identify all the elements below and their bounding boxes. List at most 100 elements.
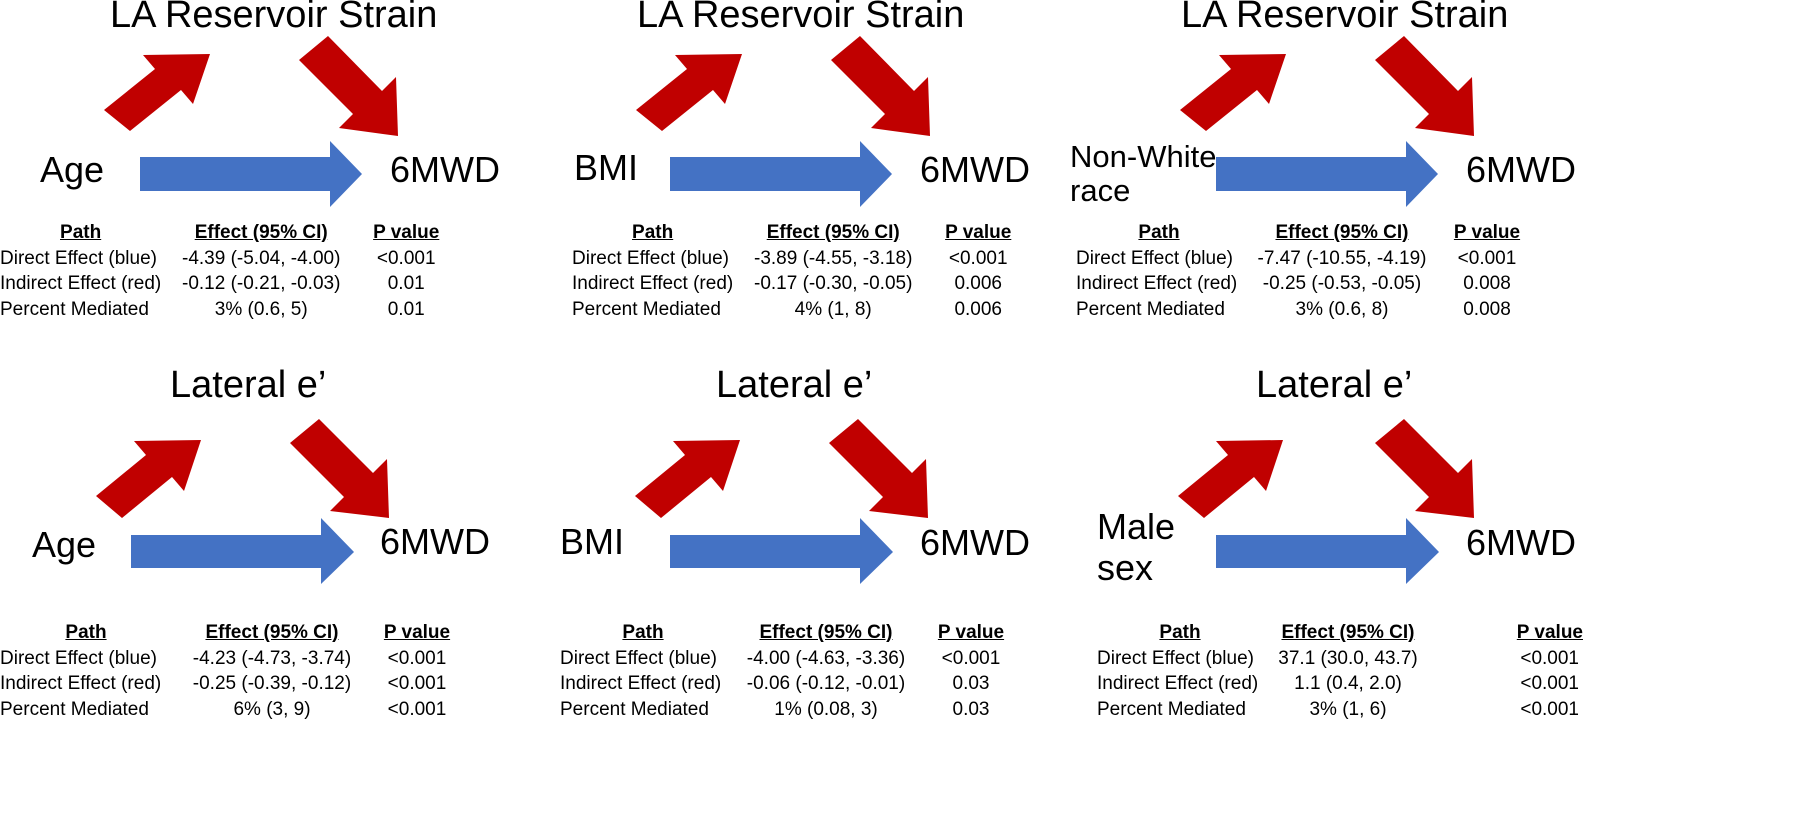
- table-row: Indirect Effect (red) -0.25 (-0.53, -0.0…: [1076, 271, 1532, 297]
- mediator-label: Lateral e’: [170, 364, 327, 406]
- path-header: Path: [1138, 222, 1180, 243]
- table-header-row: Path Effect (95% CI) P value: [0, 220, 451, 246]
- mediation-results-table: Path Effect (95% CI) P value Direct Effe…: [572, 220, 1023, 322]
- direct-arrow: [670, 518, 893, 584]
- path-cell: Direct Effect (blue): [1097, 647, 1254, 669]
- table-row: Percent Mediated 3% (0.6, 8) 0.008: [1076, 297, 1532, 323]
- path-arrows: [96, 419, 389, 584]
- p-value-cell: <0.001: [1520, 647, 1579, 669]
- effect-cell: -0.06 (-0.12, -0.01): [746, 673, 906, 694]
- table-header-row: Path Effect (95% CI) P value: [560, 620, 1016, 646]
- path-cell: Percent Mediated: [0, 298, 149, 320]
- p-value-cell: <0.001: [387, 647, 447, 669]
- mediation-panel-bmi-lateral-e: Lateral e’ BMI 6MWD Path Effect (95% CI)…: [560, 364, 1207, 813]
- mediator-label: LA Reservoir Strain: [110, 0, 438, 36]
- direct-arrow: [131, 518, 354, 584]
- p-value-cell: <0.001: [387, 673, 447, 694]
- effect-cell: -0.25 (-0.39, -0.12): [192, 673, 352, 694]
- direct-arrow: [670, 141, 892, 207]
- effect-cell: 3% (1, 6): [1309, 698, 1387, 720]
- path-header: Path: [65, 622, 107, 643]
- effect-cell: -7.47 (-10.55, -4.19): [1257, 247, 1427, 269]
- path-cell: Indirect Effect (red): [0, 673, 162, 694]
- outcome-label: 6MWD: [390, 149, 500, 190]
- path-header: Path: [632, 222, 674, 243]
- effect-cell: -4.00 (-4.63, -3.36): [746, 647, 906, 669]
- table-row: Percent Mediated 4% (1, 8) 0.006: [572, 297, 1023, 323]
- exposure-label: Age: [32, 524, 97, 565]
- direct-arrow: [1216, 141, 1438, 207]
- effect-cell: 3% (0.6, 5): [214, 298, 308, 320]
- table-row: Indirect Effect (red) -0.06 (-0.12, -0.0…: [560, 671, 1016, 697]
- p-value-cell: <0.001: [387, 698, 447, 720]
- p-value-cell: 0.008: [1463, 273, 1511, 294]
- path-cell: Direct Effect (blue): [572, 247, 729, 269]
- path-arrows: [635, 419, 928, 584]
- p-value-cell: 0.008: [1463, 298, 1511, 320]
- table-row: Direct Effect (blue) -4.00 (-4.63, -3.36…: [560, 646, 1016, 672]
- table-row: Indirect Effect (red) -0.17 (-0.30, -0.0…: [572, 271, 1023, 297]
- indirect-arrow-up: [1180, 54, 1286, 131]
- effect-header: Effect (95% CI): [759, 622, 893, 643]
- exposure-label-line-1: Male: [1097, 506, 1176, 547]
- table-row: Percent Mediated 3% (1, 6) <0.001: [1097, 697, 1583, 723]
- indirect-arrow-down: [829, 419, 928, 518]
- mediator-label: LA Reservoir Strain: [637, 0, 965, 36]
- effect-cell: 3% (0.6, 8): [1295, 298, 1389, 320]
- path-cell: Indirect Effect (red): [1076, 273, 1238, 294]
- path-cell: Indirect Effect (red): [0, 273, 162, 294]
- path-header: Path: [1159, 622, 1201, 643]
- p-value-header: P value: [383, 622, 451, 643]
- p-value-header: P value: [945, 222, 1012, 243]
- effect-header: Effect (95% CI): [1281, 622, 1415, 643]
- table-header-row: Path Effect (95% CI) P value: [1097, 620, 1583, 646]
- indirect-arrow-up: [96, 440, 201, 518]
- mediation-results-table: Path Effect (95% CI) P value Direct Effe…: [560, 620, 1016, 722]
- path-cell: Percent Mediated: [0, 698, 149, 720]
- p-value-cell: <0.001: [1457, 247, 1517, 269]
- p-value-cell: 0.03: [952, 673, 990, 694]
- path-cell: Indirect Effect (red): [560, 673, 722, 694]
- outcome-label: 6MWD: [920, 522, 1030, 563]
- outcome-label: 6MWD: [1466, 522, 1576, 563]
- effect-cell: 4% (1, 8): [794, 298, 872, 320]
- indirect-arrow-down: [831, 36, 930, 136]
- indirect-arrow-down: [290, 419, 389, 518]
- p-value-header: P value: [1516, 622, 1583, 643]
- outcome-label: 6MWD: [380, 521, 490, 562]
- direct-arrow: [1216, 518, 1439, 584]
- indirect-arrow-down: [1375, 419, 1474, 518]
- table-header-row: Path Effect (95% CI) P value: [0, 620, 462, 646]
- table-row: Direct Effect (blue) -4.23 (-4.73, -3.74…: [0, 646, 462, 672]
- p-value-header: P value: [1453, 222, 1521, 243]
- mediation-panel-age-la-strain: LA Reservoir Strain Age 6MWD Path Effect…: [0, 0, 600, 406]
- path-header: Path: [622, 622, 664, 643]
- direct-arrow: [140, 141, 362, 207]
- outcome-label: 6MWD: [920, 149, 1030, 190]
- table-row: Indirect Effect (red) 1.1 (0.4, 2.0) <0.…: [1097, 671, 1583, 697]
- outcome-label: 6MWD: [1466, 149, 1576, 190]
- p-value-cell: 0.006: [954, 273, 1002, 294]
- path-arrows: [1178, 419, 1474, 584]
- table-row: Percent Mediated 1% (0.08, 3) 0.03: [560, 697, 1016, 723]
- exposure-label: BMI: [574, 147, 639, 188]
- exposure-label: BMI: [560, 521, 625, 562]
- mediation-results-table: Path Effect (95% CI) P value Direct Effe…: [1076, 220, 1532, 322]
- mediation-results-table: Path Effect (95% CI) P value Direct Effe…: [0, 620, 462, 722]
- mediator-label: Lateral e’: [1256, 364, 1413, 406]
- mediation-panel-race-la-strain: LA Reservoir Strain Non-White race 6MWD …: [1070, 0, 1800, 406]
- exposure-label: Age: [40, 149, 105, 190]
- exposure-label-line-1: Non-White: [1070, 139, 1217, 174]
- mediation-panel-bmi-la-strain: LA Reservoir Strain BMI 6MWD Path Effect…: [572, 0, 1207, 406]
- effect-cell: 1.1 (0.4, 2.0): [1294, 673, 1402, 694]
- table-header-row: Path Effect (95% CI) P value: [1076, 220, 1532, 246]
- indirect-arrow-up: [636, 54, 742, 131]
- path-cell: Direct Effect (blue): [560, 647, 717, 669]
- effect-cell: 1% (0.08, 3): [774, 698, 878, 720]
- exposure-label-line-2: sex: [1097, 547, 1154, 588]
- p-value-cell: <0.001: [948, 247, 1008, 269]
- mediation-results-table: Path Effect (95% CI) P value Direct Effe…: [0, 220, 451, 322]
- path-cell: Percent Mediated: [1076, 298, 1225, 320]
- path-cell: Indirect Effect (red): [1097, 673, 1259, 694]
- effect-cell: 37.1 (30.0, 43.7): [1278, 647, 1418, 669]
